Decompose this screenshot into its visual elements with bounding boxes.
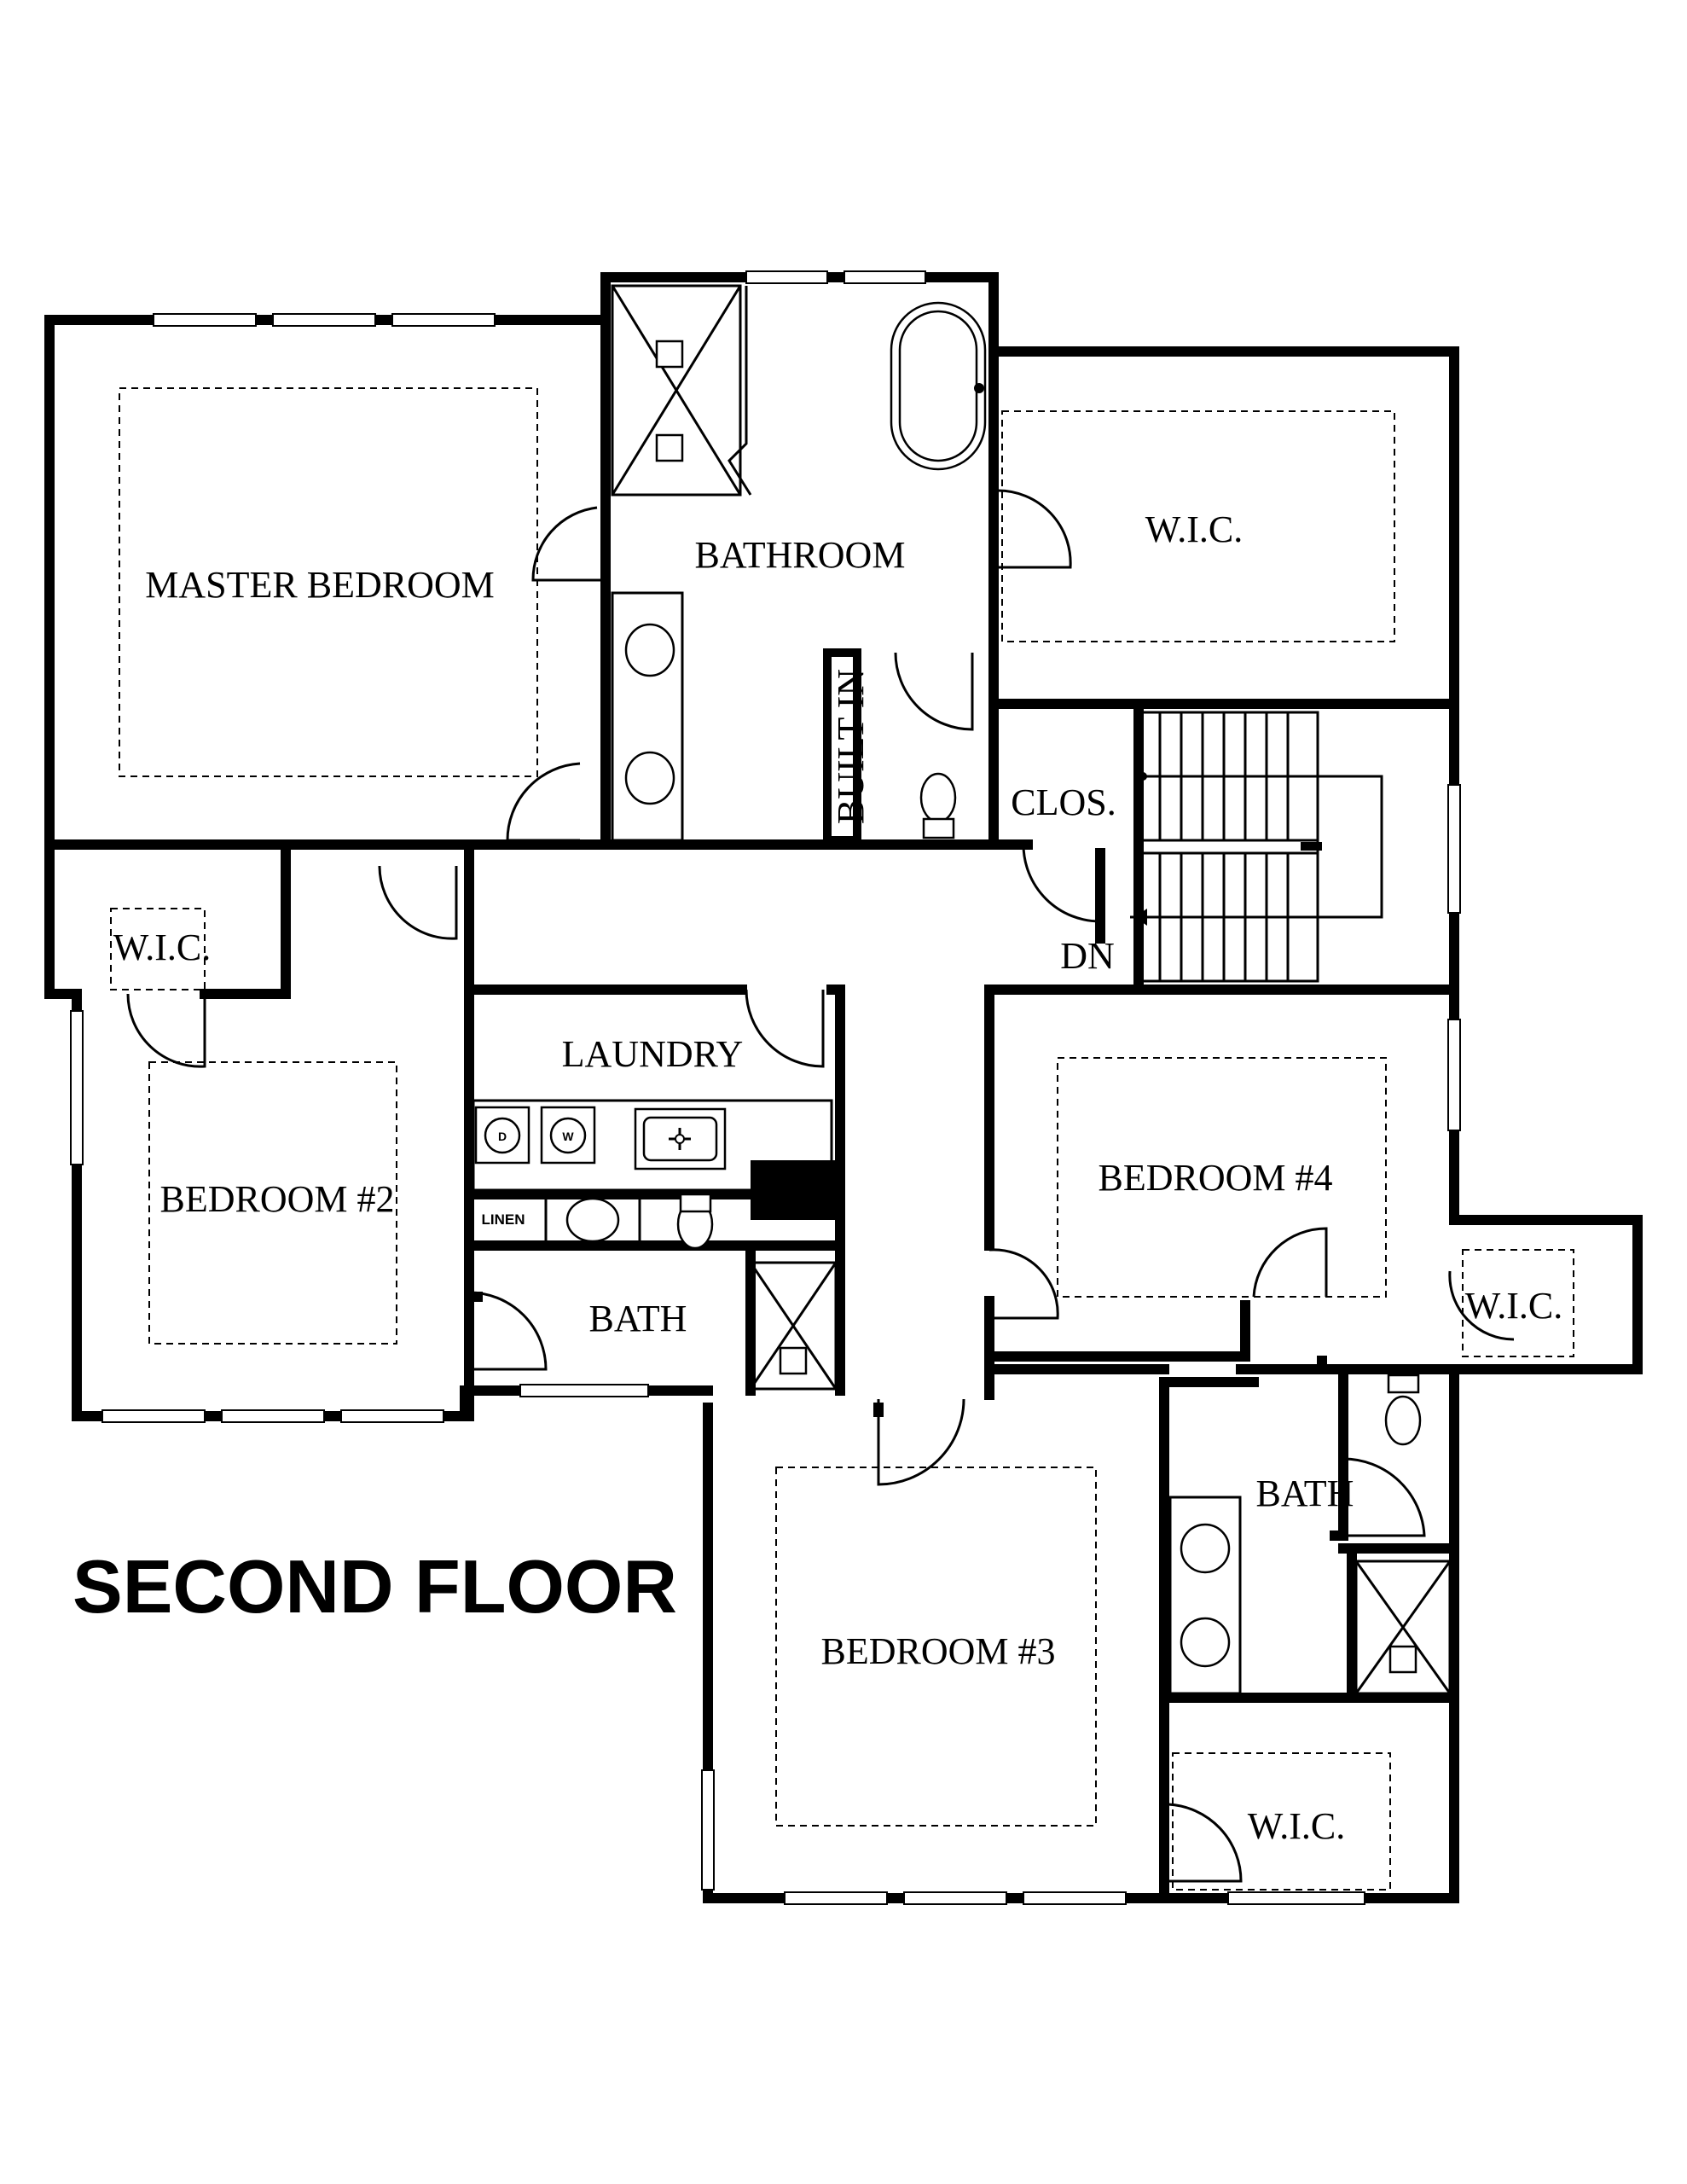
master-bath-fixtures (611, 284, 987, 845)
interior-walls (44, 272, 1459, 1903)
label-linen: LINEN (482, 1211, 525, 1228)
stairs (1130, 711, 1383, 983)
room-label-master-bedroom: MASTER BEDROOM (145, 564, 495, 606)
washer-label: W (562, 1130, 574, 1143)
doors (126, 489, 1515, 1883)
room-label-wic-bedroom4: W.I.C. (1465, 1285, 1563, 1327)
label-stairs-down: DN (1060, 935, 1115, 977)
room-label-wic-bedroom2: W.I.C. (113, 926, 212, 968)
jack-bath-fixtures (1168, 1374, 1452, 1695)
windows (70, 270, 1461, 1905)
room-label-bedroom4: BEDROOM #4 (1098, 1157, 1332, 1199)
floor-title: SECOND FLOOR (72, 1544, 677, 1629)
room-label-laundry: LAUNDRY (562, 1033, 744, 1075)
laundry-fixtures (472, 1099, 838, 1391)
room-label-closet: CLOS. (1011, 781, 1116, 823)
room-label-wic-master: W.I.C. (1145, 508, 1244, 550)
room-label-bedroom2: BEDROOM #2 (159, 1178, 394, 1220)
room-label-built-in: BUILT IN (830, 669, 872, 824)
ceiling-outlines (110, 387, 1574, 1891)
exterior-walls (44, 272, 1643, 1903)
room-label-bath-hall: BATH (589, 1298, 687, 1339)
room-label-bath-jack: BATH (1256, 1472, 1354, 1514)
room-label-bathroom: BATHROOM (695, 534, 906, 576)
room-label-bedroom3: BEDROOM #3 (820, 1630, 1055, 1672)
dryer-label: D (498, 1130, 507, 1143)
room-label-wic-bedroom3: W.I.C. (1248, 1805, 1346, 1847)
